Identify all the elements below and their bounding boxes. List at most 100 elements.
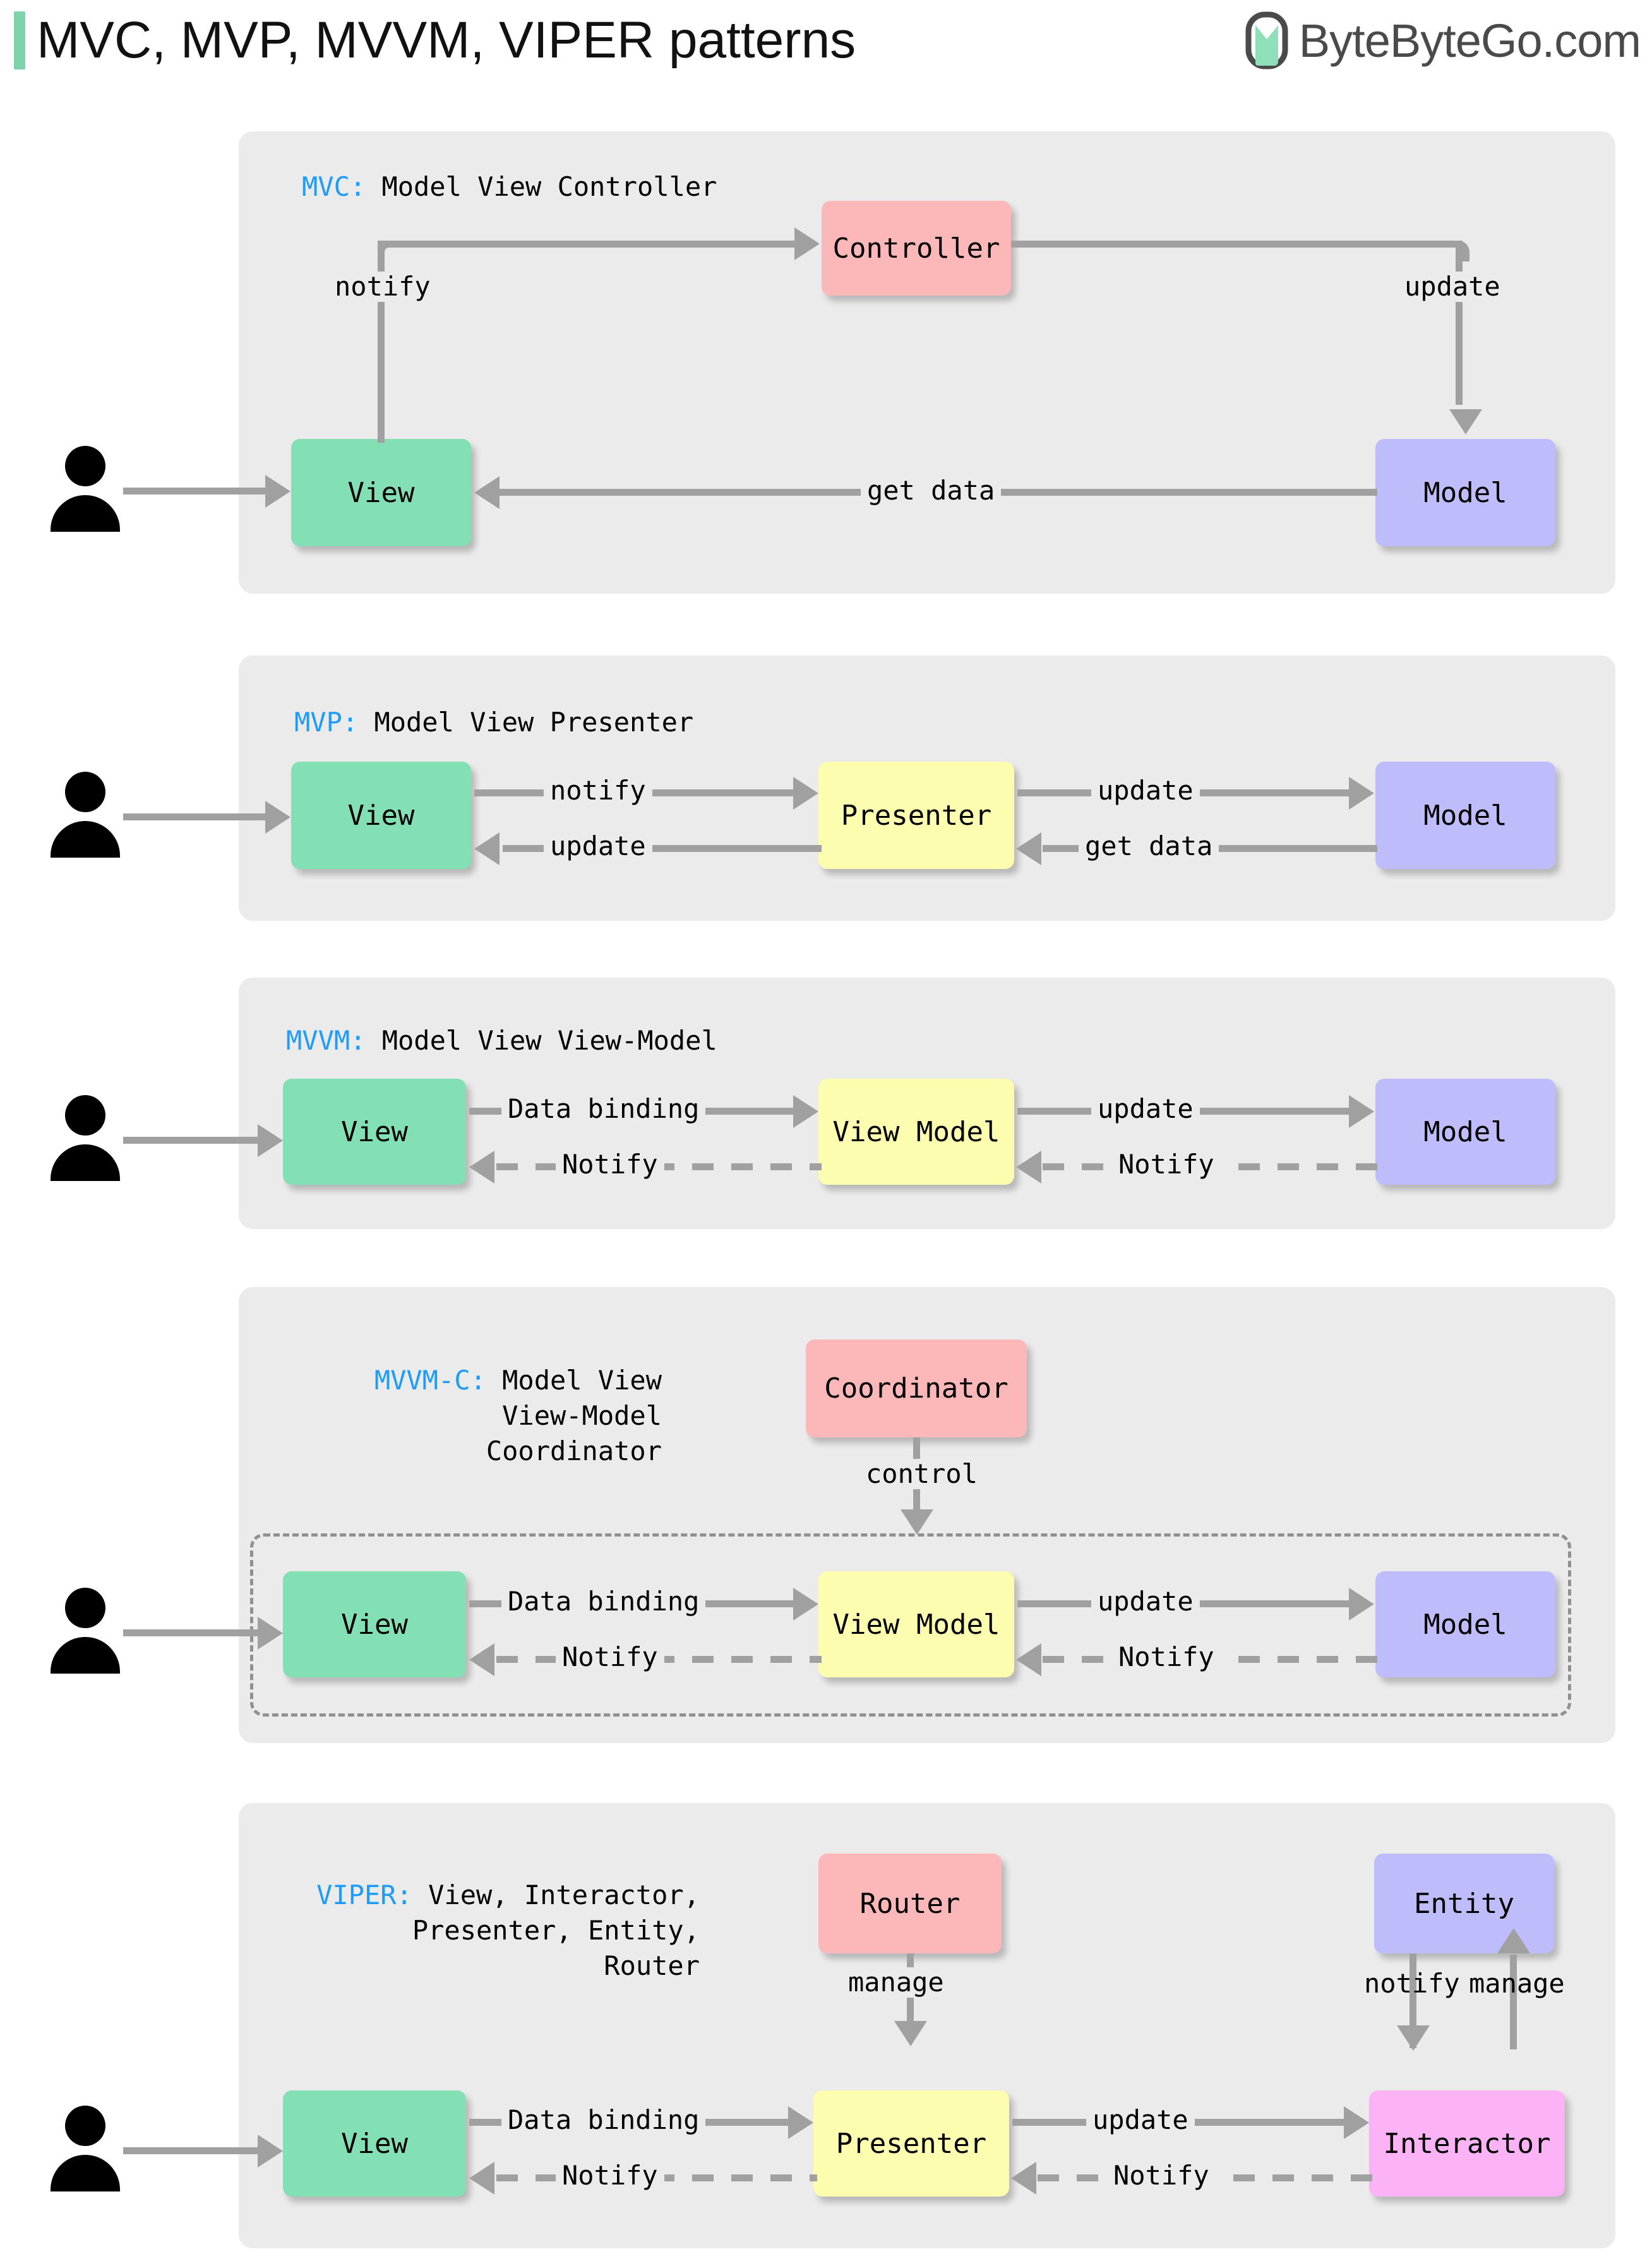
node-presenter[interactable]: Presenter bbox=[818, 762, 1014, 869]
arrow-notify-to-presenter bbox=[793, 777, 818, 810]
connector-update-vertical bbox=[1456, 241, 1463, 405]
arrow-notify-to-view-model bbox=[1016, 1643, 1041, 1676]
node-model[interactable]: Model bbox=[1375, 439, 1555, 546]
arrow-user-to-view-viper bbox=[258, 2135, 283, 2167]
node-view-model[interactable]: View Model bbox=[818, 1571, 1014, 1677]
section-viper-subtitle-3: Router bbox=[604, 1950, 700, 1981]
label-notify-right: Notify bbox=[1112, 1642, 1221, 1672]
section-mvvm-c: MVVM-C: Model View View-Model Coordinato… bbox=[239, 1287, 1615, 1743]
node-view[interactable]: View bbox=[291, 762, 471, 869]
actor-head-icon bbox=[65, 1095, 105, 1136]
node-presenter[interactable]: Presenter bbox=[813, 2090, 1009, 2197]
node-model[interactable]: Model bbox=[1375, 1571, 1555, 1677]
title-accent-bar bbox=[14, 11, 25, 69]
connector-user-to-view-mvvm bbox=[123, 1137, 259, 1144]
mvvm-group-boundary bbox=[250, 1533, 1571, 1717]
label-update: update bbox=[1091, 1094, 1200, 1124]
actor-head-icon bbox=[65, 772, 105, 812]
brand-logo: ByteByteGo.com bbox=[1245, 10, 1641, 71]
node-entity[interactable]: Entity bbox=[1374, 1854, 1554, 1953]
arrow-update-to-model bbox=[1449, 409, 1482, 435]
label-notify-entity: notify bbox=[1364, 1968, 1460, 1999]
label-update: update bbox=[1086, 2105, 1195, 2135]
connector-update-left bbox=[503, 845, 822, 852]
arrow-user-to-view-mvvm bbox=[258, 1124, 283, 1157]
node-view[interactable]: View bbox=[283, 1079, 466, 1185]
arrow-notify-to-interactor bbox=[1397, 2025, 1430, 2051]
section-mvp-subtitle: Model View Presenter bbox=[374, 707, 694, 738]
connector-update-corner bbox=[1449, 241, 1469, 261]
label-data-binding: Data binding bbox=[501, 2105, 706, 2135]
node-view[interactable]: View bbox=[291, 439, 471, 546]
arrow-update-to-model bbox=[1349, 1588, 1374, 1621]
label-data-binding: Data binding bbox=[501, 1094, 706, 1124]
node-coordinator[interactable]: Coordinator bbox=[806, 1340, 1027, 1437]
arrow-user-to-view-mvvm-c bbox=[258, 1617, 283, 1650]
section-mvvm-c-subtitle-2: View-Model bbox=[502, 1400, 662, 1431]
node-router[interactable]: Router bbox=[818, 1854, 1002, 1953]
node-controller[interactable]: Controller bbox=[822, 201, 1011, 296]
label-update-right: update bbox=[1091, 776, 1200, 806]
actor-user-mvc bbox=[51, 442, 120, 537]
section-mvc: MVC: Model View Controller Controller Vi… bbox=[239, 131, 1615, 594]
section-mvc-title: MVC: Model View Controller bbox=[302, 169, 717, 205]
section-mvvm-c-subtitle-1: Model View bbox=[502, 1365, 662, 1396]
node-view[interactable]: View bbox=[283, 2090, 466, 2197]
section-viper: VIPER: View, Interactor, Presenter, Enti… bbox=[239, 1803, 1615, 2248]
label-update: update bbox=[1091, 1586, 1200, 1617]
actor-head-icon bbox=[65, 1588, 105, 1628]
section-mvvm-subtitle: Model View View-Model bbox=[381, 1025, 717, 1056]
actor-body-icon bbox=[51, 2155, 120, 2191]
label-data-binding: Data binding bbox=[501, 1586, 706, 1617]
arrow-user-to-view-mvc bbox=[265, 475, 290, 508]
node-model[interactable]: Model bbox=[1375, 762, 1555, 869]
section-mvvm: MVVM: Model View View-Model View View Mo… bbox=[239, 978, 1615, 1229]
arrow-notify-to-view bbox=[469, 2162, 494, 2195]
section-viper-key: VIPER: bbox=[316, 1879, 412, 1910]
arrow-notify-to-view bbox=[469, 1151, 494, 1184]
actor-user-viper bbox=[51, 2102, 120, 2197]
connector-user-to-view-mvc bbox=[123, 488, 268, 495]
section-viper-subtitle-1: View, Interactor, bbox=[428, 1879, 700, 1910]
arrow-user-to-view-mvp bbox=[265, 801, 290, 834]
connector-update-horizontal bbox=[1011, 241, 1463, 248]
node-view[interactable]: View bbox=[283, 1571, 466, 1677]
section-mvvm-key: MVVM: bbox=[286, 1025, 366, 1056]
connector-manage-entity bbox=[1510, 1955, 1517, 2049]
label-notify-left: Notify bbox=[556, 1149, 664, 1180]
label-notify-right: Notify bbox=[1112, 1149, 1221, 1180]
actor-head-icon bbox=[65, 446, 105, 486]
actor-body-icon bbox=[51, 495, 120, 532]
arrow-get-data-to-view bbox=[474, 476, 500, 509]
arrow-data-binding-to-presenter bbox=[788, 2106, 813, 2139]
arrow-manage-to-presenter bbox=[894, 2021, 927, 2046]
arrow-update-to-view bbox=[474, 832, 500, 865]
label-notify-left: Notify bbox=[556, 2161, 664, 2191]
actor-body-icon bbox=[51, 821, 120, 858]
brand-name: ByteByteGo.com bbox=[1298, 14, 1641, 67]
arrow-data-binding-to-view-model bbox=[793, 1588, 818, 1621]
section-mvc-key: MVC: bbox=[302, 171, 366, 202]
section-viper-subtitle-2: Presenter, Entity, bbox=[412, 1915, 700, 1946]
arrow-get-data-to-presenter bbox=[1016, 832, 1041, 865]
actor-user-mvvm bbox=[51, 1091, 120, 1186]
section-mvvm-c-subtitle-2-row: View-Model bbox=[270, 1398, 662, 1434]
arrow-control-down bbox=[901, 1509, 933, 1535]
label-update: update bbox=[1398, 272, 1507, 302]
node-model[interactable]: Model bbox=[1375, 1079, 1555, 1185]
label-notify-left: Notify bbox=[556, 1642, 664, 1672]
connector-notify-corner bbox=[378, 241, 398, 261]
arrow-data-binding-to-view-model bbox=[793, 1095, 818, 1128]
label-notify: notify bbox=[544, 776, 652, 806]
actor-user-mvp bbox=[51, 768, 120, 863]
section-mvvm-c-key: MVVM-C: bbox=[374, 1365, 486, 1396]
node-view-model[interactable]: View Model bbox=[818, 1079, 1014, 1185]
section-viper-subtitle-3-row: Router bbox=[270, 1948, 700, 1984]
actor-body-icon bbox=[51, 1637, 120, 1674]
actor-head-icon bbox=[65, 2106, 105, 2146]
bytebytego-logo-icon bbox=[1245, 11, 1289, 69]
node-interactor[interactable]: Interactor bbox=[1369, 2090, 1565, 2197]
label-notify-right: Notify bbox=[1107, 2161, 1216, 2191]
label-get-data: get data bbox=[1079, 831, 1219, 861]
page-header: MVC, MVP, MVVM, VIPER patterns ByteByteG… bbox=[0, 0, 1652, 88]
